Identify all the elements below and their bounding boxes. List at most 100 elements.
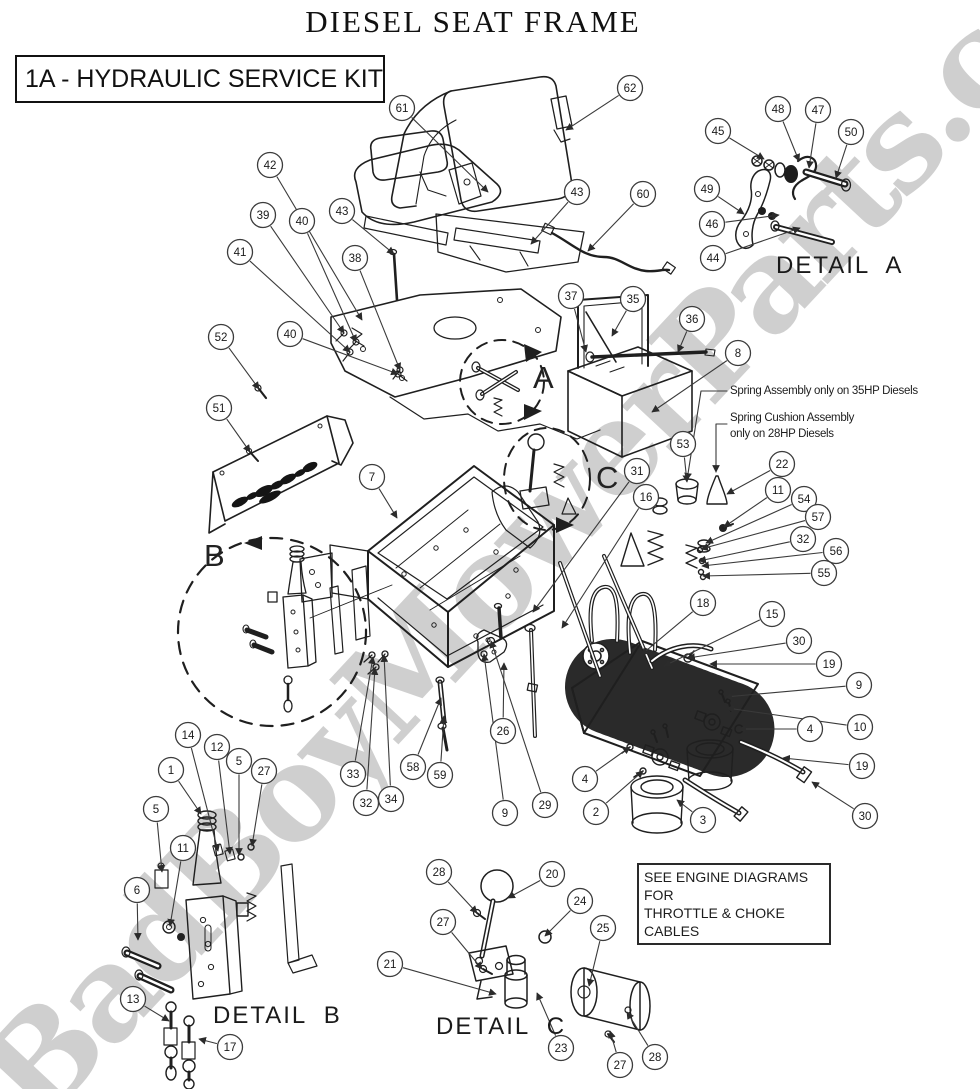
callout-balloon-58 bbox=[399, 753, 427, 781]
callout-leader-53 bbox=[682, 457, 691, 483]
callout-balloon-16 bbox=[632, 483, 660, 511]
callout-number-36: 36 bbox=[686, 314, 699, 326]
callout-balloon-59 bbox=[426, 761, 454, 789]
callout-number-32: 32 bbox=[797, 534, 810, 546]
callout-balloon-39 bbox=[249, 201, 277, 229]
callout-number-55: 55 bbox=[818, 568, 831, 580]
callout-leader-26 bbox=[500, 662, 508, 718]
callout-number-9: 9 bbox=[502, 808, 508, 820]
callout-number-54: 54 bbox=[798, 494, 811, 506]
callout-leader-36 bbox=[677, 331, 688, 353]
callout-number-3: 3 bbox=[700, 815, 706, 827]
callout-balloon-62 bbox=[616, 74, 644, 102]
callout-leader-58 bbox=[417, 697, 442, 755]
callout-number-43: 43 bbox=[336, 206, 349, 218]
callout-leader-48 bbox=[782, 121, 800, 162]
callout-leader-49 bbox=[717, 196, 745, 215]
callout-leader-52 bbox=[228, 347, 260, 390]
callout-number-40: 40 bbox=[284, 329, 297, 341]
callout-number-17: 17 bbox=[224, 1042, 237, 1054]
callout-number-4: 4 bbox=[582, 774, 589, 786]
callout-number-5: 5 bbox=[236, 756, 242, 768]
callout-leader-9 bbox=[724, 685, 846, 701]
callout-number-50: 50 bbox=[845, 127, 858, 139]
callout-balloon-36 bbox=[678, 305, 706, 333]
callout-balloon-46 bbox=[698, 210, 726, 238]
callout-balloon-26 bbox=[489, 717, 517, 745]
section-letter-b: B bbox=[204, 538, 225, 573]
callout-leader-31 bbox=[532, 481, 630, 613]
tank-drawing bbox=[567, 294, 693, 458]
callout-leader-43 bbox=[530, 201, 569, 245]
seat-drawing bbox=[353, 75, 585, 273]
callout-balloon-37 bbox=[557, 282, 585, 310]
callout-balloon-61 bbox=[388, 94, 416, 122]
callout-number-28: 28 bbox=[649, 1052, 662, 1064]
callout-number-43: 43 bbox=[571, 187, 584, 199]
callout-balloon-15 bbox=[758, 600, 786, 628]
callout-balloon-56 bbox=[822, 537, 850, 565]
callout-number-60: 60 bbox=[637, 189, 650, 201]
callout-balloon-43 bbox=[328, 197, 356, 225]
callout-number-38: 38 bbox=[349, 253, 362, 265]
callout-number-7: 7 bbox=[369, 472, 375, 484]
callout-number-39: 39 bbox=[257, 210, 270, 222]
callout-balloon-49 bbox=[693, 175, 721, 203]
callout-number-31: 31 bbox=[631, 466, 644, 478]
callout-leader-4 bbox=[595, 746, 631, 772]
callout-leader-47 bbox=[806, 123, 817, 169]
callout-number-8: 8 bbox=[735, 348, 741, 360]
callout-leader-27 bbox=[608, 1030, 617, 1053]
callout-leader-61 bbox=[411, 117, 489, 193]
callout-balloon-20 bbox=[538, 860, 566, 888]
detail-a-drawing bbox=[735, 155, 852, 250]
callout-balloon-38 bbox=[341, 244, 369, 272]
callout-number-28: 28 bbox=[433, 867, 446, 879]
callout-balloon-34 bbox=[377, 785, 405, 813]
engine-note-line2: THROTTLE & CHOKE CABLES bbox=[644, 905, 785, 939]
callout-leader-8 bbox=[651, 360, 728, 413]
callout-leader-14 bbox=[190, 747, 220, 852]
detail-b-reference-drawing bbox=[176, 536, 368, 728]
callout-balloon-2 bbox=[582, 798, 610, 826]
callout-balloon-24 bbox=[566, 887, 594, 915]
callout-number-27: 27 bbox=[258, 766, 271, 778]
callout-number-22: 22 bbox=[776, 459, 789, 471]
callout-number-6: 6 bbox=[134, 885, 140, 897]
callout-balloon-40 bbox=[288, 207, 316, 235]
callout-number-56: 56 bbox=[830, 546, 843, 558]
callout-balloon-53 bbox=[669, 430, 697, 458]
callout-leader-3 bbox=[676, 799, 693, 813]
callout-number-14: 14 bbox=[182, 730, 195, 742]
callout-number-11: 11 bbox=[772, 485, 784, 497]
callout-leader-6 bbox=[134, 903, 142, 941]
callout-leader-40 bbox=[302, 338, 399, 376]
callout-balloon-22 bbox=[768, 450, 796, 478]
callout-balloon-5 bbox=[225, 747, 253, 775]
callout-number-37: 37 bbox=[565, 291, 578, 303]
callout-leader-18 bbox=[640, 611, 694, 656]
callout-leader-27 bbox=[249, 784, 263, 847]
callout-leader-22 bbox=[726, 469, 771, 495]
detail-c-label: DETAIL C bbox=[436, 1013, 567, 1040]
callout-number-58: 58 bbox=[407, 762, 420, 774]
callout-number-26: 26 bbox=[497, 726, 510, 738]
callout-number-53: 53 bbox=[677, 439, 690, 451]
callout-number-46: 46 bbox=[706, 219, 719, 231]
callout-leader-43 bbox=[352, 219, 395, 255]
callout-balloon-42 bbox=[256, 151, 284, 179]
callout-number-51: 51 bbox=[213, 403, 226, 415]
callout-leader-1 bbox=[178, 780, 202, 815]
callout-leader-25 bbox=[586, 940, 601, 987]
callout-balloon-35 bbox=[619, 285, 647, 313]
callout-leader-35 bbox=[611, 310, 627, 337]
callout-balloon-23 bbox=[547, 1034, 575, 1062]
callout-leader-38 bbox=[359, 270, 401, 371]
callout-balloon-51 bbox=[205, 394, 233, 422]
detail-a-reference-drawing bbox=[459, 339, 545, 425]
callout-balloon-9 bbox=[491, 799, 519, 827]
seat-mount-plate-drawing bbox=[330, 288, 601, 440]
callout-leader-42 bbox=[276, 176, 363, 321]
callout-balloon-60 bbox=[629, 180, 657, 208]
